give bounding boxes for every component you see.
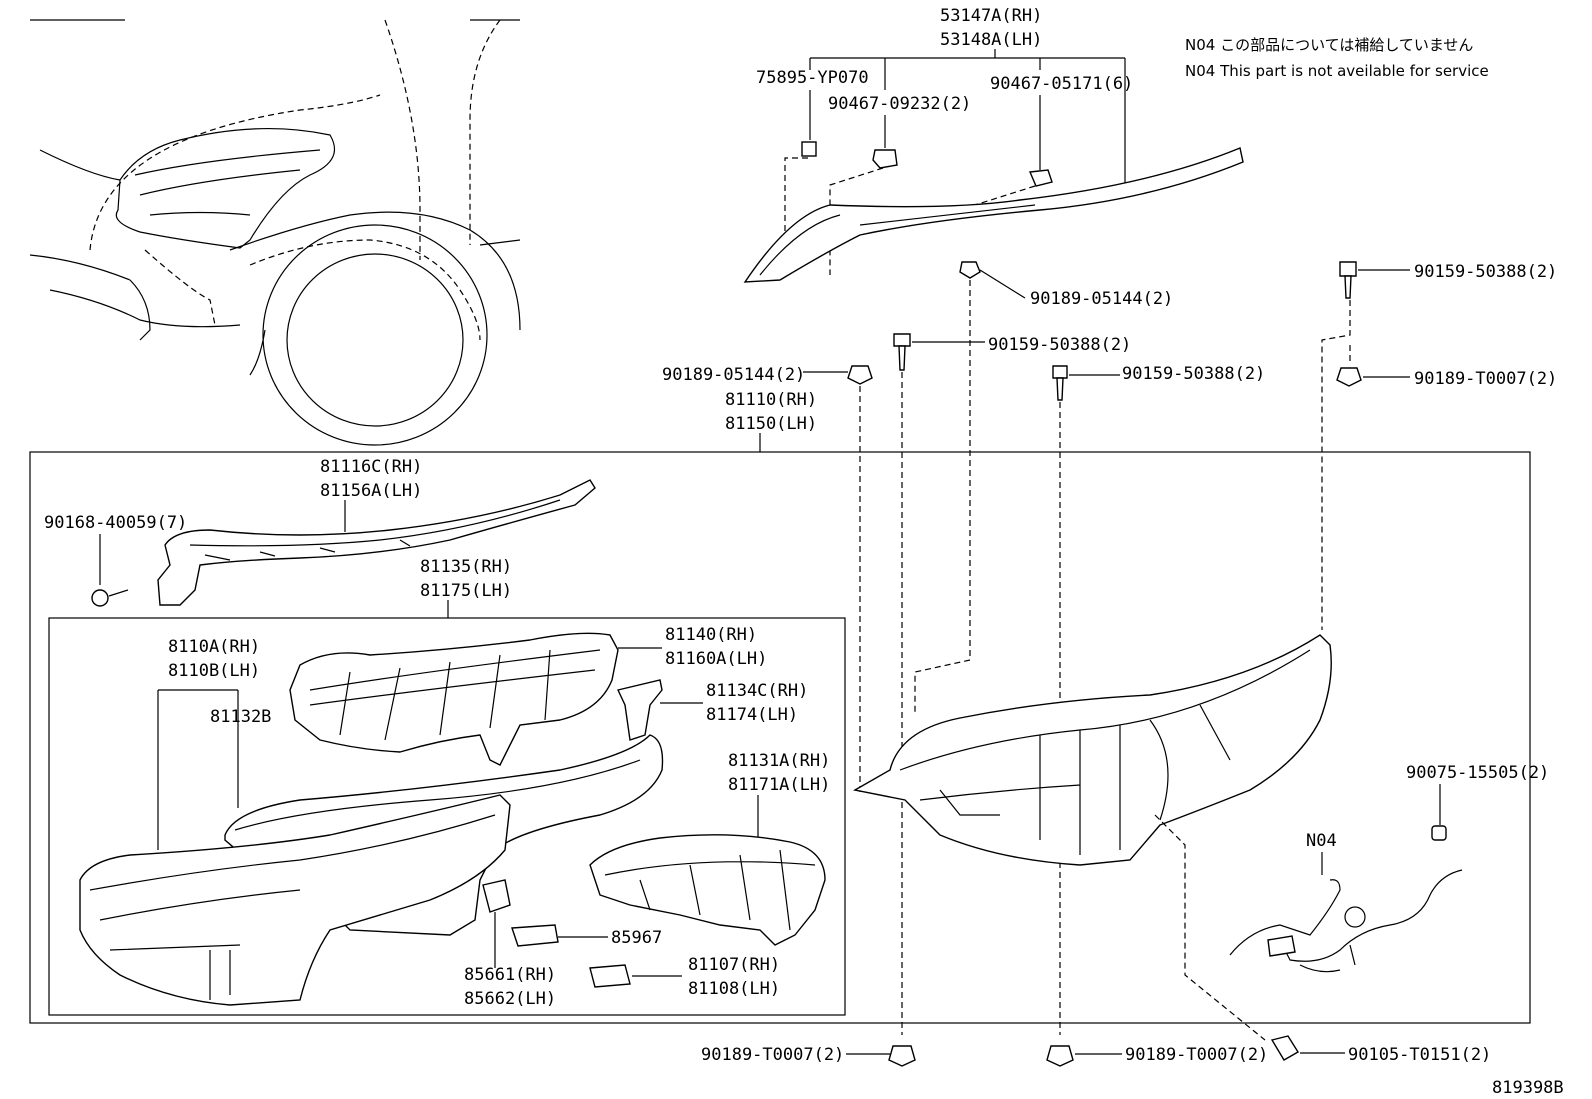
connector-n04-icon	[1267, 935, 1296, 957]
label-81160a: 81160A(LH)	[665, 649, 767, 669]
label-85661: 85661(RH)	[464, 965, 556, 985]
assembly-frame	[29, 451, 1531, 1024]
clip-90189-05144-left-icon	[847, 365, 873, 385]
label-75895: 75895-YP070	[756, 68, 869, 88]
label-81175: 81175(LH)	[420, 581, 512, 601]
label-81110: 81110(RH)	[725, 390, 817, 410]
label-90075: 90075-15505(2)	[1406, 763, 1549, 783]
label-81108: 81108(LH)	[688, 979, 780, 999]
clip-90467-09232-icon	[872, 149, 898, 169]
bolt-90168-icon	[91, 589, 109, 607]
sub-assembly-frame	[48, 617, 846, 1016]
clip-90189-05144-top-icon	[959, 261, 981, 279]
label-81150: 81150(LH)	[725, 414, 817, 434]
bolt-90159-50388-far-icon	[1339, 261, 1357, 277]
label-90189-t0007-bm: 90189-T0007(2)	[1125, 1045, 1268, 1065]
upper-bracket-group: 81116C(RH) 81156A(LH) 90168-40059(7) 811…	[44, 457, 596, 618]
clip-90467-05171-icon	[1028, 169, 1053, 187]
clip-75895-icon	[801, 141, 817, 157]
label-81107: 81107(RH)	[688, 955, 780, 975]
note-jp: N04 この部品については補給していません	[1185, 36, 1473, 54]
vehicle-front-illustration	[29, 19, 521, 446]
bracket-81134c	[617, 679, 663, 741]
clip-90189-t0007-far-icon	[1336, 367, 1362, 387]
label-81174: 81174(LH)	[706, 705, 798, 725]
label-90467-09232: 90467-09232(2)	[828, 94, 971, 114]
label-81171a: 81171A(LH)	[728, 775, 830, 795]
clip-90189-t0007-bm-icon	[1046, 1045, 1074, 1067]
label-8110a: 8110A(RH)	[168, 637, 260, 657]
label-81131a: 81131A(RH)	[728, 751, 830, 771]
upper-bracket	[157, 479, 596, 606]
bottom-fasteners: 90189-T0007(2) 90189-T0007(2) 90105-T015…	[701, 814, 1491, 1067]
label-85967: 85967	[611, 928, 662, 948]
part-81107-icon	[589, 964, 631, 988]
label-90189-05144-left: 90189-05144(2)	[662, 365, 805, 385]
note-en: N04 This part is not aveilable for servi…	[1185, 62, 1489, 80]
lamp-sub-assembly: 8110A(RH) 8110B(LH) 81132B 81140(RH) 811…	[79, 625, 830, 1009]
label-90189-05144-top: 90189-05144(2)	[1030, 289, 1173, 309]
label-90159-50388-right: 90159-50388(2)	[1122, 364, 1265, 384]
headlamp-housing	[853, 634, 1332, 866]
clip-90189-t0007-bl-icon	[888, 1045, 916, 1067]
bolt-90105-icon	[1270, 1035, 1299, 1061]
part-85967-icon	[511, 924, 559, 947]
label-90159-50388-far: 90159-50388(2)	[1414, 262, 1557, 282]
housing-fasteners: 90189-05144(2) 90159-50388(2) 90159-5038…	[662, 261, 1557, 1035]
label-n04: N04	[1306, 831, 1337, 851]
label-53148a: 53148A(LH)	[940, 30, 1042, 50]
garnish-assembly: 53147A(RH) 53148A(LH) 75895-YP070 90467-…	[743, 6, 1244, 283]
diagram-id: 819398B	[1492, 1078, 1564, 1098]
label-90189-t0007-far: 90189-T0007(2)	[1414, 369, 1557, 389]
label-90105: 90105-T0151(2)	[1348, 1045, 1491, 1065]
label-81156a: 81156A(LH)	[320, 481, 422, 501]
label-81116c: 81116C(RH)	[320, 457, 422, 477]
label-81140: 81140(RH)	[665, 625, 757, 645]
label-81135: 81135(RH)	[420, 557, 512, 577]
headlamp-lens	[79, 794, 511, 1006]
label-90159-50388-mid: 90159-50388(2)	[988, 335, 1131, 355]
label-81132b: 81132B	[210, 707, 271, 727]
housing-body	[853, 634, 1332, 866]
label-90168: 90168-40059(7)	[44, 513, 187, 533]
label-90189-t0007-bl: 90189-T0007(2)	[701, 1045, 844, 1065]
label-53147a: 53147A(RH)	[940, 6, 1042, 26]
part-85661-icon	[482, 879, 511, 913]
label-90467-05171: 90467-05171(6)	[990, 74, 1133, 94]
label-8110b: 8110B(LH)	[168, 661, 260, 681]
headlamp-garnish	[743, 147, 1244, 283]
wire-harness-group: 90075-15505(2) N04	[1229, 763, 1549, 973]
grommet-90075-icon	[1431, 825, 1447, 841]
label-81134c: 81134C(RH)	[706, 681, 808, 701]
bolt-90159-50388-mid-icon	[893, 333, 911, 347]
light-guide	[289, 632, 619, 766]
bolt-90159-50388-right-icon	[1052, 365, 1068, 379]
label-85662: 85662(LH)	[464, 989, 556, 1009]
